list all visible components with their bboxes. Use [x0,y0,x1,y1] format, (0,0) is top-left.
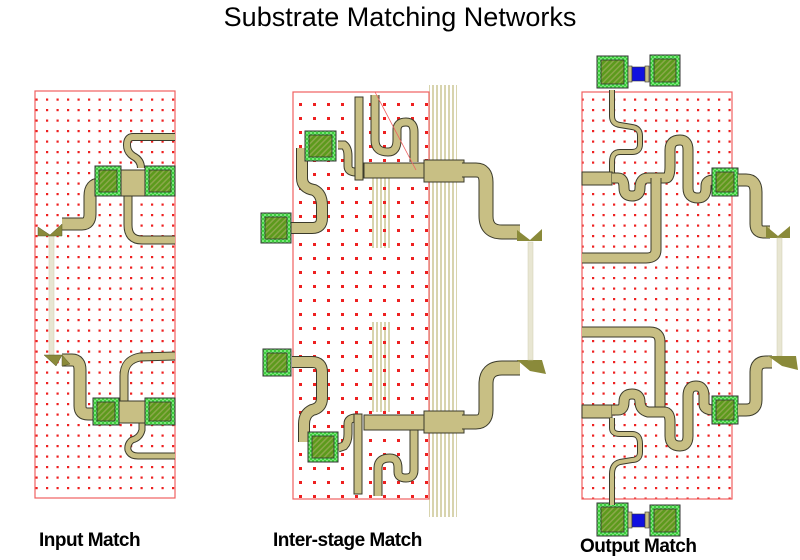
output-capacitor-top [631,66,646,82]
input-bondwire [48,235,55,357]
interstage-trace-lower-vstub1 [353,413,363,495]
input-port-lower-icon [43,354,71,367]
interstage-port-upper-icon [517,229,542,241]
interstage-pad-upper-a [304,130,337,162]
interstage-trace-upper-vstub1 [354,96,364,181]
panel-label-output: Output Match [580,536,697,557]
interstage-bondwire-out [527,241,534,361]
input-substrate [34,90,176,499]
input-pad-upper-left [94,165,122,197]
panel-label-input: Input Match [39,530,141,551]
output-pad-lower [711,395,739,425]
panel-label-interstage: Inter-stage Match [273,530,422,551]
interstage-trace-upper-series [363,162,425,179]
output-port-lower-icon [768,356,798,370]
input-match-panel [34,90,176,499]
output-trace-lower-stub-left [581,404,613,419]
output-trace-upper-stub-left [581,171,613,186]
interstage-tee-upper [423,159,465,183]
output-bondwire [776,237,783,357]
output-substrate [581,91,733,500]
interstage-match-panel [260,85,546,517]
output-match-panel [581,54,798,537]
input-pad-lower-left [92,397,120,426]
output-capacitor-bottom [631,513,646,528]
interstage-tee-lower [423,410,465,434]
interstage-guide-line-upper [374,91,417,171]
output-pad-upper [711,167,739,197]
interstage-pad-lower-a [262,348,292,377]
interstage-trace-lower-series [363,414,425,431]
input-pad-lower-right [144,397,176,426]
output-cap-top [596,54,681,89]
interstage-pad-upper-b [260,212,292,244]
input-trace-lower-series [116,400,150,424]
page-title: Substrate Matching Networks [223,2,577,32]
interstage-pad-lower-b [307,431,339,463]
output-cap-bottom [596,502,681,537]
interstage-port-lower-icon [517,360,546,374]
interstage-bondwire-bundle [429,85,457,517]
input-trace-upper-series [118,169,150,197]
input-pad-upper-right [144,165,176,197]
output-port-upper-icon [766,226,790,238]
input-port-upper-icon [37,223,63,237]
